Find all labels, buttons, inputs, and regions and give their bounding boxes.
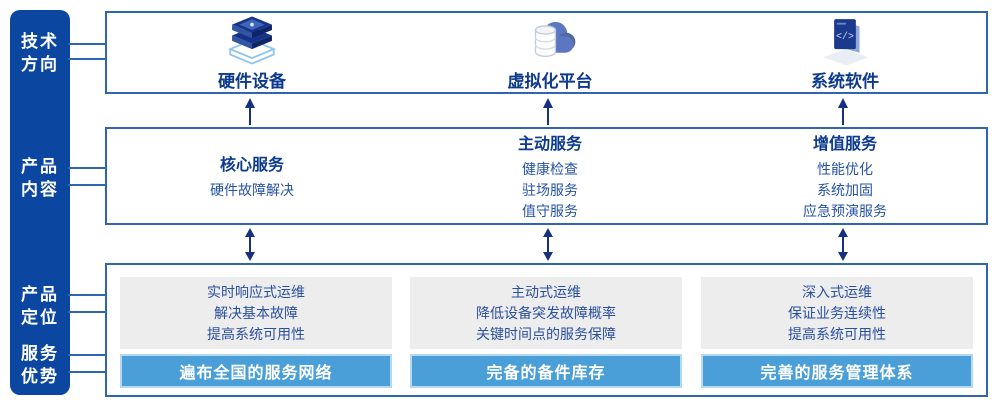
- service-column-core: 核心服务 硬件故障解决: [112, 129, 392, 223]
- arrow-up-icon: [245, 98, 255, 125]
- tech-item-virtualization: 虚拟化平台: [450, 13, 650, 92]
- sidebar: 技术 方向 产品 内容 产品 定位 服务 优势: [10, 10, 70, 395]
- product-positioning-panel: 实时响应式运维 解决基本故障 提高系统可用性 遍布全国的服务网络 主动式运维 降…: [105, 263, 988, 397]
- positioning-text-box: 实时响应式运维 解决基本故障 提高系统可用性: [120, 277, 392, 349]
- connector-line: [68, 354, 106, 356]
- service-item: 健康检查: [522, 161, 578, 177]
- arrow-updown-icon: [543, 228, 553, 261]
- svg-text:</>: </>: [836, 31, 854, 42]
- cloud-database-icon: [534, 21, 576, 57]
- advantage-bar: 完备的备件库存: [410, 354, 682, 388]
- sidebar-label-tech-direction: 技术 方向: [21, 32, 59, 74]
- sidebar-label-service-advantage: 服务 优势: [21, 344, 59, 386]
- positioning-line: 深入式运维: [802, 283, 872, 300]
- service-item: 值守服务: [522, 203, 578, 219]
- advantage-bar: 遍布全国的服务网络: [120, 354, 392, 388]
- server-stack-icon: [227, 15, 277, 65]
- sidebar-label-product-content: 产品 内容: [21, 157, 59, 199]
- positioning-text-box: 主动式运维 降低设备突发故障概率 关键时间点的服务保障: [410, 277, 682, 349]
- service-item: 系统加固: [817, 182, 873, 198]
- arrow-up-icon: [543, 98, 553, 125]
- product-content-panel: 核心服务 硬件故障解决 主动服务 健康检查 驻场服务 值守服务 增值服务 性能优…: [105, 127, 988, 225]
- positioning-line: 主动式运维: [511, 283, 581, 300]
- service-title: 增值服务: [812, 136, 877, 153]
- connector-line: [68, 311, 106, 313]
- service-item: 硬件故障解决: [210, 182, 294, 198]
- positioning-line: 实时响应式运维: [207, 283, 305, 300]
- service-item: 性能优化: [817, 161, 873, 177]
- tech-label-virtualization: 虚拟化平台: [507, 71, 593, 91]
- positioning-line: 提高系统可用性: [788, 325, 886, 342]
- service-title: 主动服务: [517, 136, 582, 153]
- connector-line: [68, 43, 106, 45]
- arrow-updown-icon: [838, 228, 848, 261]
- service-column-proactive: 主动服务 健康检查 驻场服务 值守服务: [410, 129, 690, 223]
- tech-label-hardware: 硬件设备: [218, 71, 286, 91]
- connector-line: [68, 58, 106, 60]
- tech-directions-panel: 硬件设备 虚拟化平台 </> 系统软件: [105, 11, 988, 94]
- positioning-line: 保证业务连续性: [788, 304, 886, 321]
- service-item: 驻场服务: [522, 182, 578, 198]
- connector-line: [68, 294, 106, 296]
- positioning-line: 降低设备突发故障概率: [476, 304, 616, 321]
- service-column-value-added: 增值服务 性能优化 系统加固 应急预演服务: [705, 129, 985, 223]
- positioning-line: 关键时间点的服务保障: [476, 325, 616, 342]
- tech-item-hardware: 硬件设备: [152, 13, 352, 92]
- positioning-text-box: 深入式运维 保证业务连续性 提高系统可用性: [701, 277, 973, 349]
- service-title: 核心服务: [219, 157, 284, 174]
- tech-label-software: 系统软件: [811, 71, 879, 91]
- arrow-up-icon: [838, 98, 848, 125]
- positioning-line: 提高系统可用性: [207, 325, 305, 342]
- tech-item-software: </> 系统软件: [745, 13, 945, 92]
- advantage-bar: 完善的服务管理体系: [701, 354, 973, 388]
- service-item: 应急预演服务: [803, 203, 887, 219]
- arrow-updown-icon: [245, 228, 255, 261]
- connector-line: [68, 184, 106, 186]
- connector-line: [68, 371, 106, 373]
- sidebar-label-product-positioning: 产品 定位: [21, 285, 59, 327]
- code-window-icon: </>: [823, 18, 869, 65]
- connector-line: [68, 167, 106, 169]
- positioning-line: 解决基本故障: [214, 304, 298, 321]
